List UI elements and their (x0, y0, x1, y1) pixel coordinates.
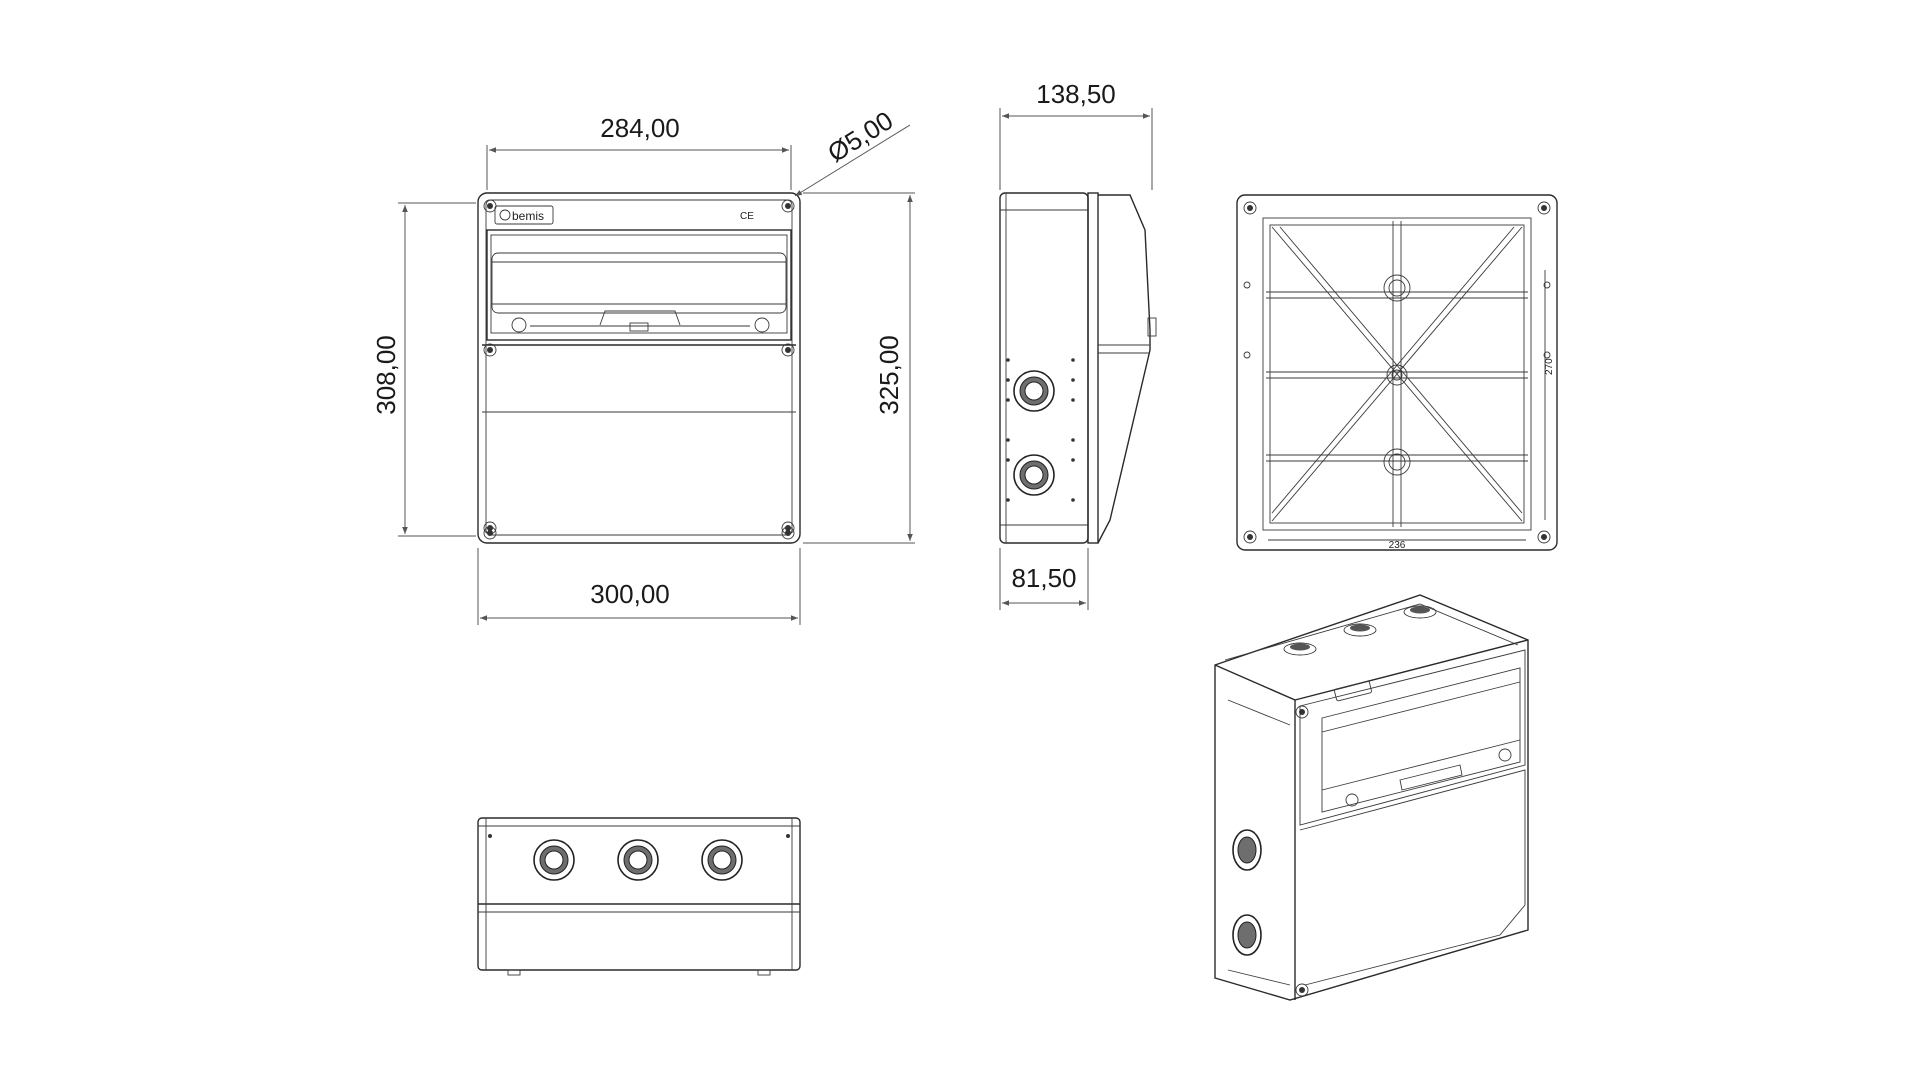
brand-label: bemis (512, 209, 544, 223)
back-view: 270 236 (1236, 194, 1558, 551)
dim-back-height: 270 (1544, 358, 1555, 375)
side-dimensions: 138,50 81,50 (999, 79, 1153, 610)
front-view: bemis CE (477, 192, 801, 544)
dim-front-inner-width: 284,00 (600, 113, 680, 143)
bottom-view (477, 817, 801, 976)
dim-front-height-outer: 325,00 (874, 335, 904, 415)
side-view (999, 192, 1157, 544)
isometric-view (1214, 594, 1529, 1001)
front-dimensions: 284,00 Ø5,00 308,00 325,00 300,00 (371, 105, 915, 625)
dim-side-depth-total: 138,50 (1036, 79, 1116, 109)
dim-back-width: 236 (1389, 540, 1406, 551)
dim-front-height-inner: 308,00 (371, 335, 401, 415)
ce-mark: CE (740, 211, 754, 222)
dim-hole-diameter: Ø5,00 (822, 105, 898, 168)
dim-side-depth-base: 81,50 (1011, 563, 1076, 593)
dim-front-outer-width: 300,00 (590, 579, 670, 609)
